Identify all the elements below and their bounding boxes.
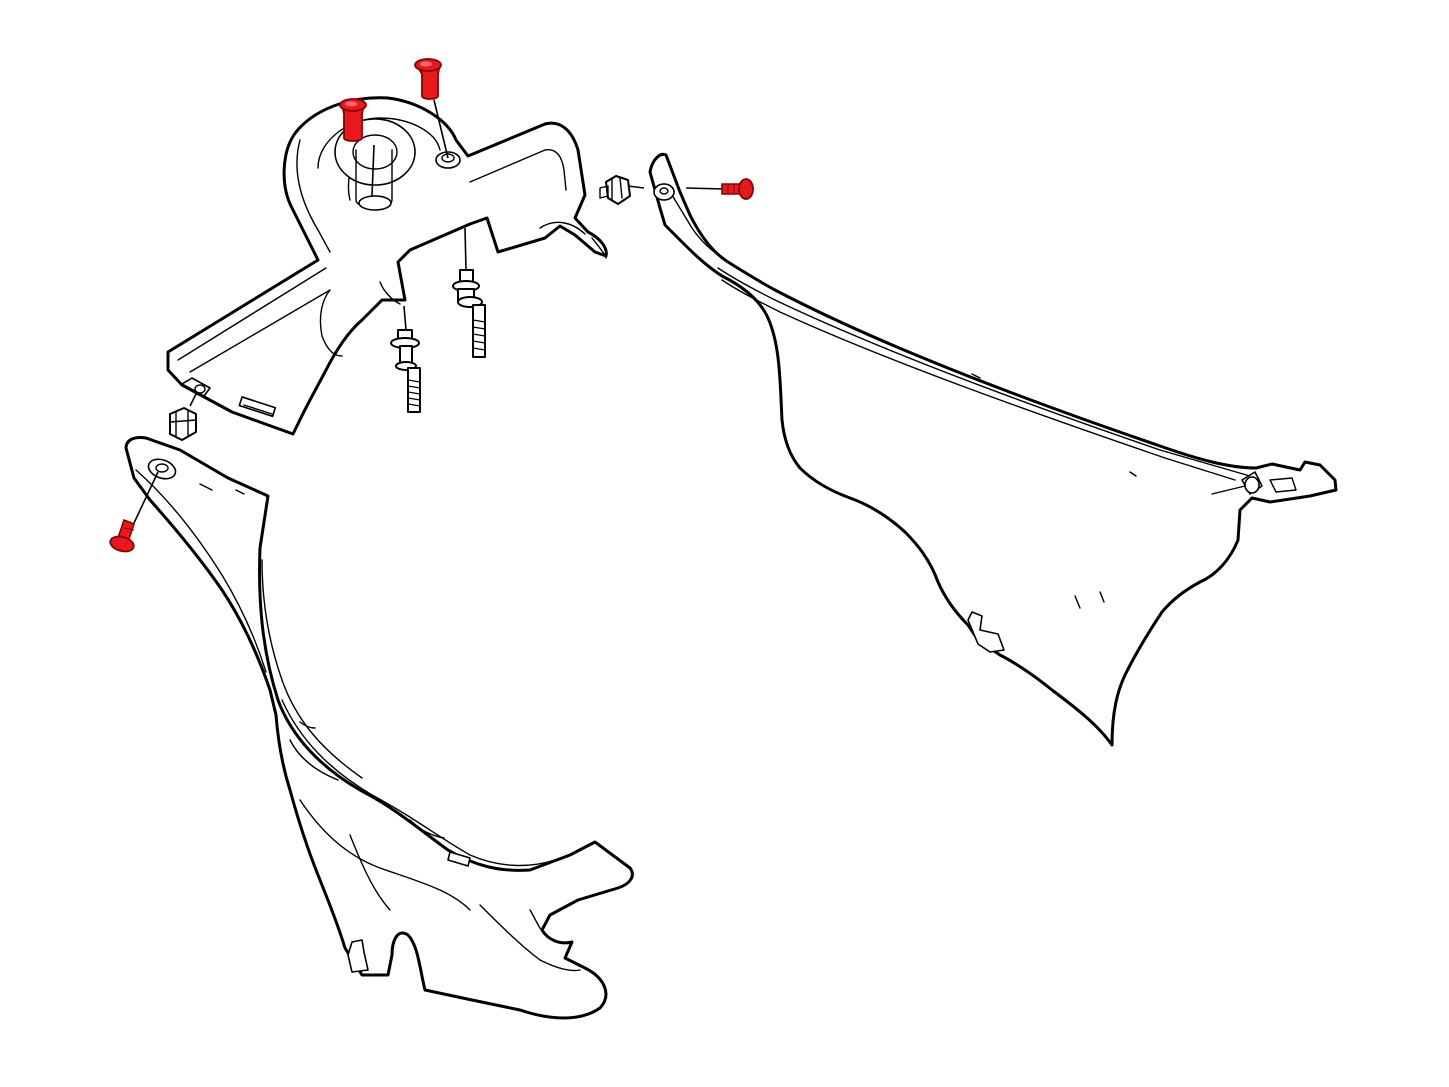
left-clip-nut-icon — [169, 407, 197, 441]
upper-steering-column-shroud — [166, 96, 608, 436]
right-panel-screw-icon — [721, 178, 754, 200]
left-lower-trim-panel — [124, 436, 634, 1020]
left-panel-screw-icon — [109, 518, 135, 553]
shroud-stud-bolt-a-icon — [390, 329, 421, 413]
right-trim-panel — [648, 152, 1338, 747]
right-clip-nut-icon — [599, 175, 631, 205]
shroud-top-screw-a-icon — [339, 98, 367, 142]
shroud-top-screw-b-icon — [414, 58, 442, 100]
leader-lines — [133, 99, 725, 524]
fasteners — [109, 58, 754, 553]
shroud-stud-bolt-b-icon — [452, 269, 486, 358]
